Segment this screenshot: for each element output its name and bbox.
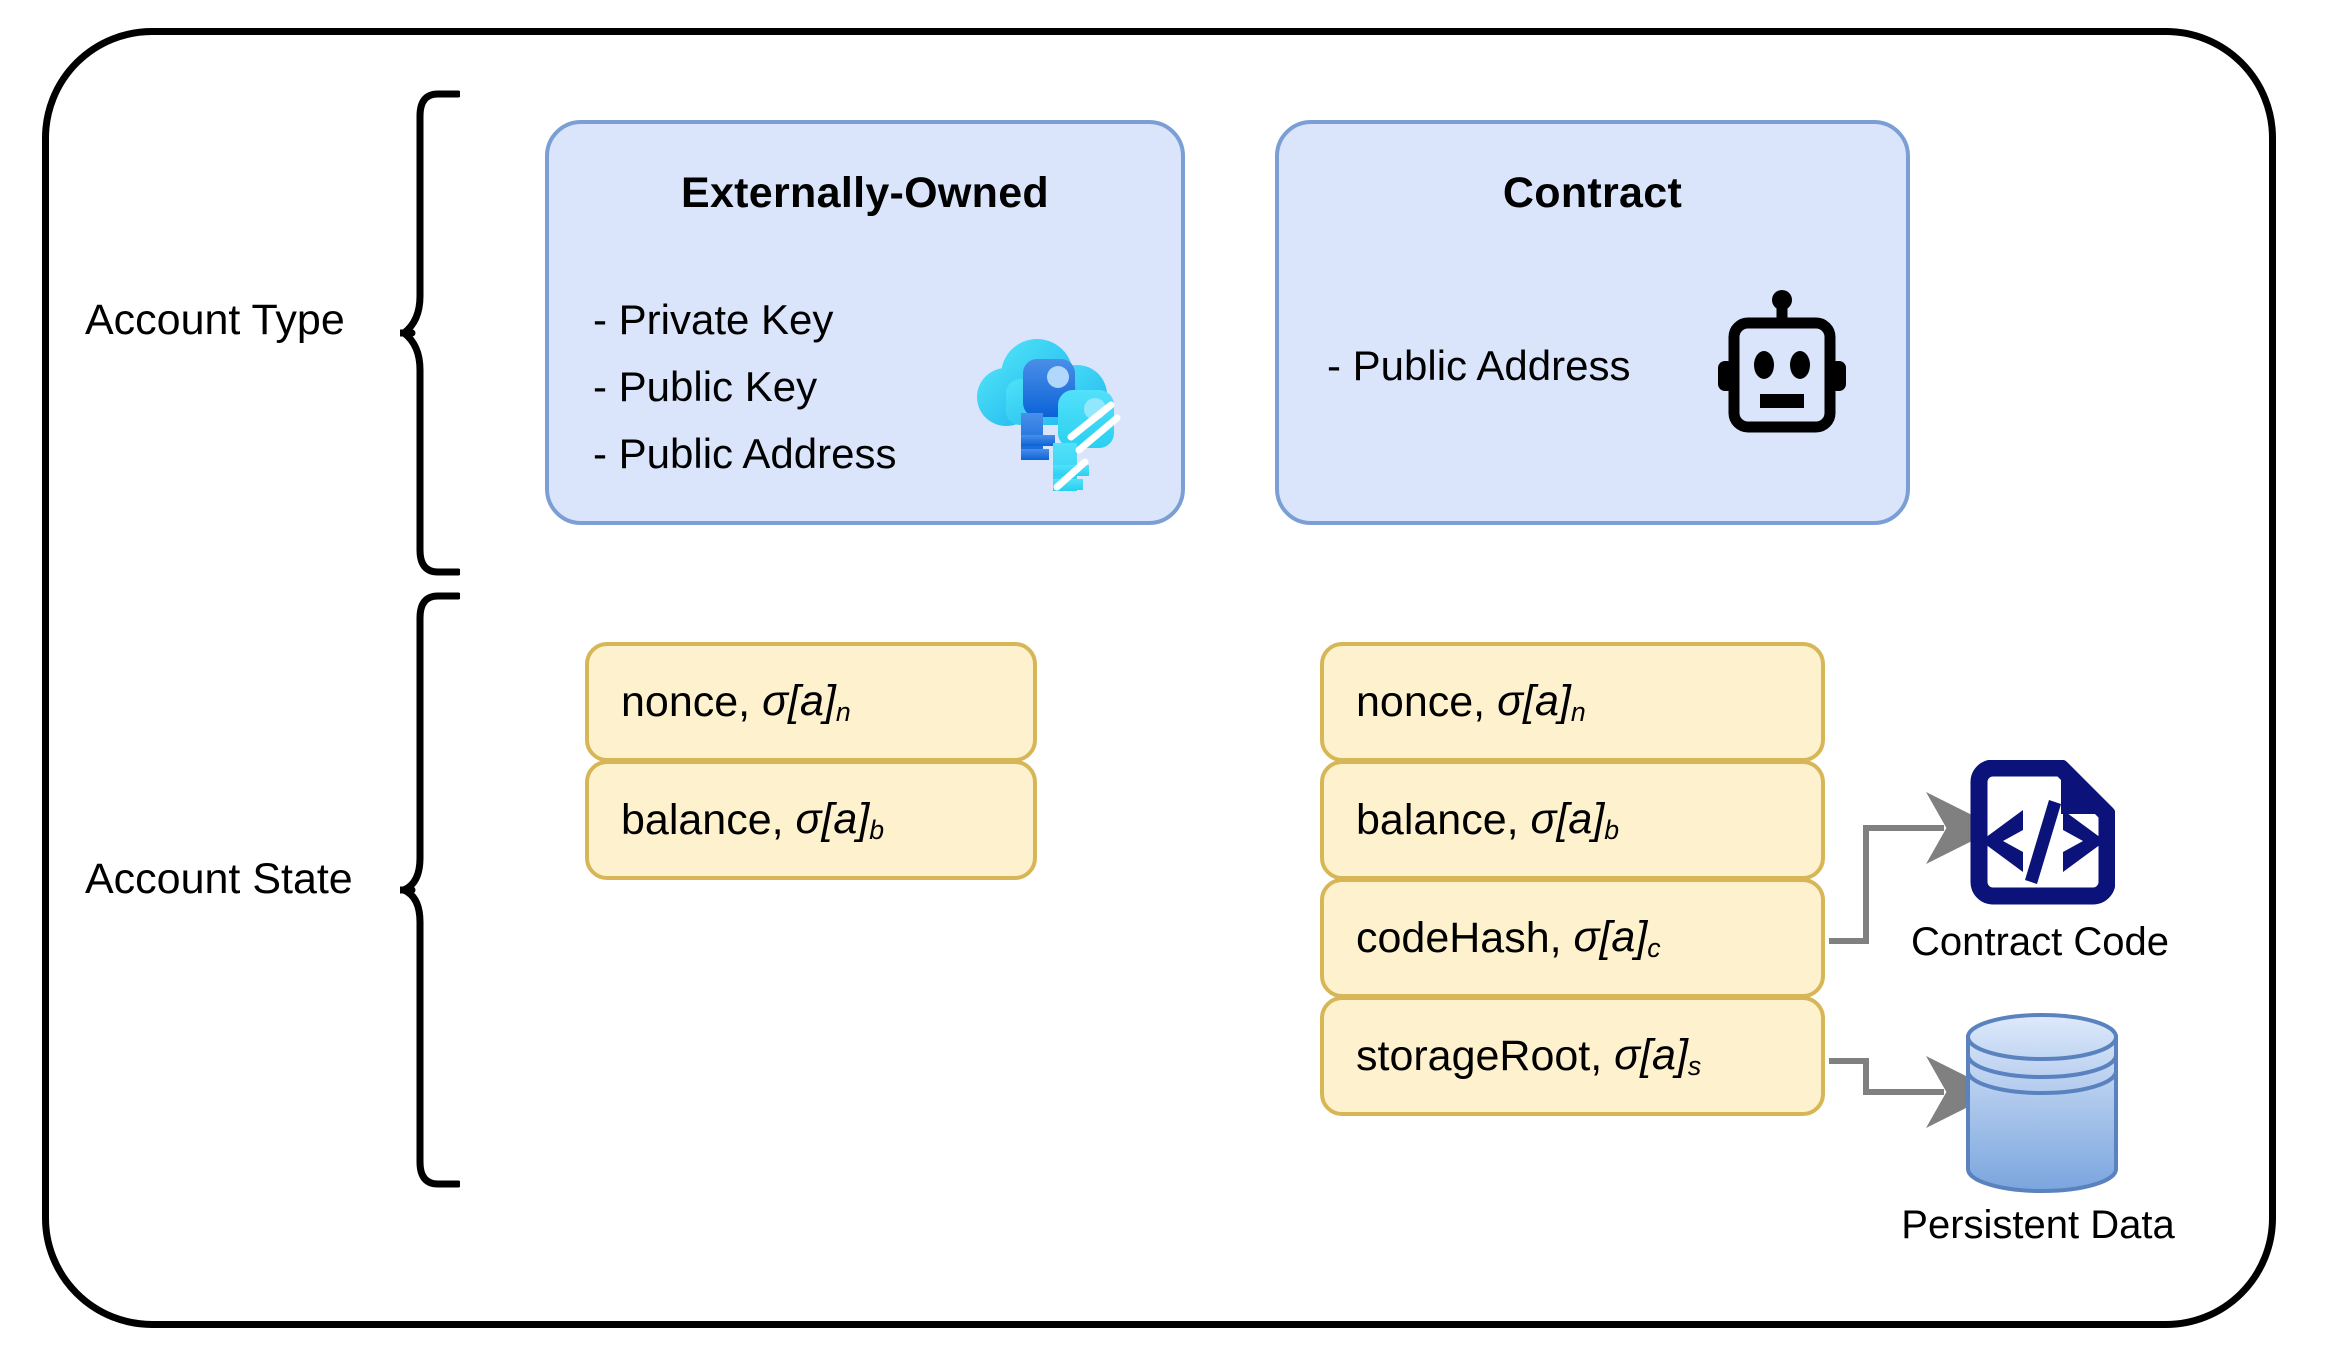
list-item: - Public Address bbox=[593, 430, 897, 477]
chip-field-name: nonce, bbox=[621, 677, 751, 726]
code-document-icon bbox=[1965, 759, 2116, 910]
cloud-keys-icon bbox=[965, 317, 1145, 497]
state-chip-codehash-contract: codeHash, σ[a]c bbox=[1320, 878, 1825, 998]
card-contract: Contract - Public Address bbox=[1275, 120, 1910, 525]
chip-field-name: codeHash, bbox=[1356, 913, 1562, 962]
robot-icon bbox=[1712, 289, 1852, 441]
state-chip-balance-contract: balance, σ[a]b bbox=[1320, 760, 1825, 880]
brace-account-state bbox=[400, 592, 460, 1188]
chip-field-name: balance, bbox=[1356, 795, 1519, 844]
list-item: - Private Key bbox=[593, 296, 834, 343]
diagram-outer-frame bbox=[42, 28, 2276, 1328]
group-label-account-type: Account Type bbox=[85, 296, 345, 344]
card-externally-owned: Externally-Owned - Private Key - Public … bbox=[545, 120, 1185, 525]
chip-field-symbol: σ[a]n bbox=[762, 676, 851, 727]
list-item: - Public Key bbox=[593, 363, 818, 410]
chip-field-name: balance, bbox=[621, 795, 784, 844]
state-chip-nonce-contract: nonce, σ[a]n bbox=[1320, 642, 1825, 762]
chip-field-symbol: σ[a]b bbox=[795, 794, 885, 845]
card-title-externally-owned: Externally-Owned bbox=[680, 169, 1049, 217]
list-item: - Public Address bbox=[1327, 342, 1631, 389]
contract-code-caption: Contract Code bbox=[1911, 920, 2169, 964]
card-list-externally-owned: - Private Key - Public Key - Public Addr… bbox=[593, 286, 896, 487]
chip-field-name: storageRoot, bbox=[1356, 1031, 1603, 1080]
state-chip-balance-eoa: balance, σ[a]b bbox=[585, 760, 1037, 880]
chip-field-symbol: σ[a]n bbox=[1497, 676, 1586, 727]
card-list-contract: - Public Address bbox=[1327, 332, 1630, 399]
group-label-account-state: Account State bbox=[85, 855, 353, 903]
state-chip-storageroot-contract: storageRoot, σ[a]s bbox=[1320, 996, 1825, 1116]
database-cylinder-icon bbox=[1962, 1013, 2122, 1193]
chip-field-symbol: σ[a]c bbox=[1573, 912, 1661, 963]
chip-field-symbol: σ[a]b bbox=[1530, 794, 1620, 845]
chip-field-symbol: σ[a]s bbox=[1614, 1030, 1702, 1081]
state-chip-nonce-eoa: nonce, σ[a]n bbox=[585, 642, 1037, 762]
chip-field-name: nonce, bbox=[1356, 677, 1486, 726]
persistent-data-caption: Persistent Data bbox=[1901, 1203, 2175, 1247]
card-title-contract: Contract bbox=[1502, 169, 1683, 217]
brace-account-type bbox=[400, 90, 460, 576]
